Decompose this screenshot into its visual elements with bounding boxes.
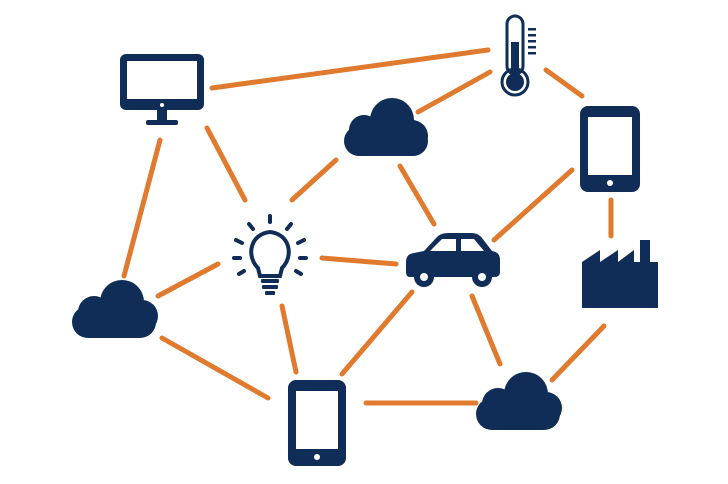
edge-lightbulb-cloud-left	[155, 261, 221, 299]
tablet-icon	[580, 106, 640, 192]
monitor-icon	[120, 54, 204, 125]
cloud-icon	[72, 280, 158, 338]
edge-lightbulb-car	[319, 255, 399, 267]
tablet-icon	[288, 380, 346, 466]
thermometer-icon	[500, 14, 536, 97]
connection-lines	[121, 47, 614, 406]
edge-thermometer-cloud-top	[415, 69, 493, 115]
edge-cloud-left-tablet-bottom	[159, 335, 271, 401]
cloud-icon	[344, 98, 428, 156]
edge-car-cloud-bottom-right	[469, 293, 503, 367]
factory-icon	[582, 240, 658, 308]
car-icon	[406, 233, 500, 287]
edge-cloud-top-lightbulb	[289, 157, 339, 203]
lightbulb-icon	[232, 214, 308, 295]
edge-thermometer-tablet-right	[543, 67, 585, 99]
edge-monitor-cloud-left	[121, 137, 163, 279]
edge-lightbulb-tablet-bottom	[279, 303, 299, 375]
edge-factory-cloud-bottom-right	[549, 323, 607, 383]
edge-monitor-thermometer	[209, 47, 491, 91]
edge-tablet-right-car	[491, 167, 575, 243]
edge-monitor-lightbulb	[204, 125, 248, 203]
cloud-icon	[476, 372, 562, 430]
edge-cloud-top-car	[397, 163, 437, 227]
edge-car-tablet-bottom	[339, 289, 415, 377]
